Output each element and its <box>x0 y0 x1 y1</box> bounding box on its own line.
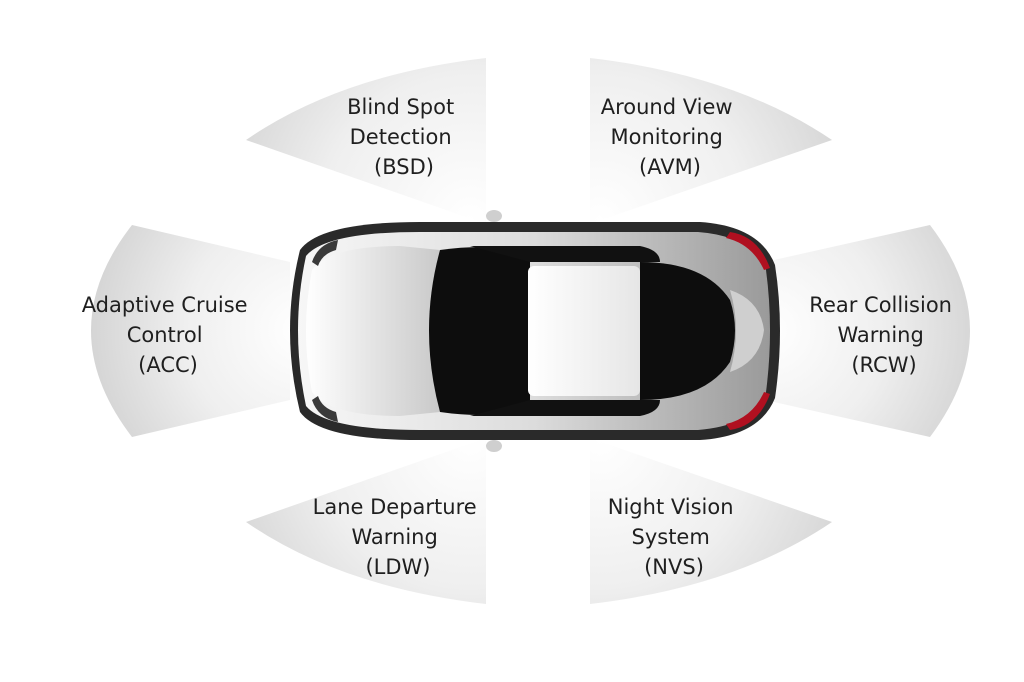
sector-ldw <box>246 438 486 604</box>
mirror-left <box>486 210 502 222</box>
tail-light-right <box>726 392 770 430</box>
sector-rcw <box>765 225 970 437</box>
car-windshield <box>429 247 530 415</box>
car-roof <box>528 266 640 396</box>
sector-acc <box>91 225 290 437</box>
label-avm: Around View Monitoring (AVM) <box>601 95 740 179</box>
label-nvs: Night Vision System (NVS) <box>608 495 740 579</box>
label-bsd: Blind Spot Detection (BSD) <box>347 95 461 179</box>
label-rcw: Rear Collision Warning (RCW) <box>809 293 958 377</box>
sector-nvs <box>590 438 832 604</box>
sector-bsd <box>246 58 486 224</box>
mirror-right <box>486 440 502 452</box>
sector-avm <box>590 58 832 224</box>
car-hood <box>306 246 440 416</box>
label-acc: Adaptive Cruise Control (ACC) <box>82 293 255 377</box>
tail-light-left <box>726 232 770 270</box>
car-top-view <box>290 210 780 452</box>
label-ldw: Lane Departure Warning (LDW) <box>313 495 484 579</box>
car-rear-window <box>640 262 735 400</box>
